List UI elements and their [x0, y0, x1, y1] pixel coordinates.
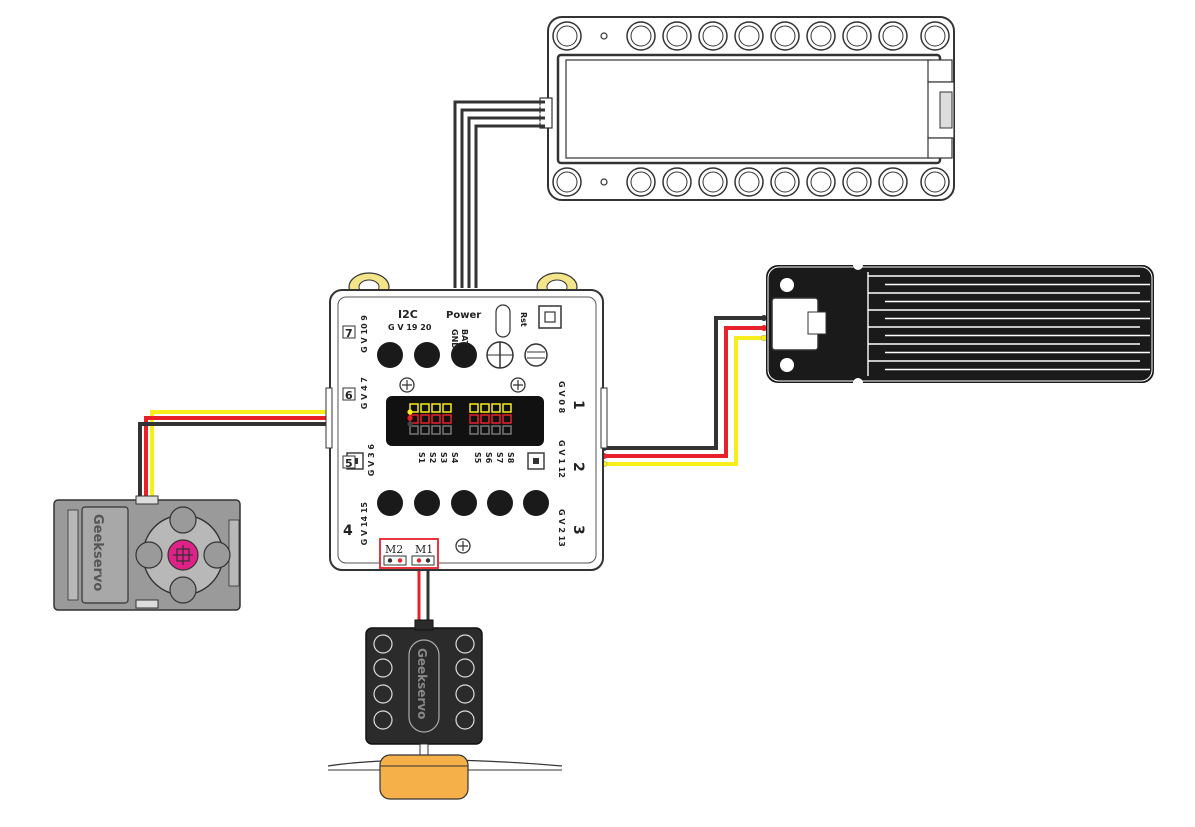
lego-holes-top — [552, 21, 950, 51]
lego-hole-inner — [666, 25, 688, 47]
header-pin — [480, 425, 490, 435]
power-bat-label: BAT — [460, 329, 469, 347]
lego-hole-inner — [556, 171, 578, 193]
port-5-number: 5 — [345, 457, 353, 470]
lego-hole-inner — [738, 25, 760, 47]
servo-brand-label: Geekservo — [90, 514, 105, 591]
header-pin — [431, 403, 441, 413]
header-pin — [469, 403, 479, 413]
servo-label-s5: S5 — [473, 452, 482, 464]
servo-label-s3: S3 — [439, 452, 448, 463]
header-pin — [480, 403, 490, 413]
header-pin — [420, 403, 430, 413]
header-pin — [491, 425, 501, 435]
motor-brand-label: Geekservo — [415, 648, 429, 719]
header-pin — [409, 403, 419, 413]
port-3-number: 3 — [570, 525, 586, 535]
wire-end — [407, 409, 413, 415]
servo-label-s7: S7 — [495, 452, 504, 463]
power-gnd-label: GND — [450, 329, 459, 349]
lego-hole-inner — [924, 25, 946, 47]
header-pin — [469, 425, 479, 435]
port-4-pins: G V 14 15 — [360, 502, 369, 546]
header-pin — [420, 425, 430, 435]
port-7-pins: G V 10 9 — [360, 315, 369, 353]
lego-hole-inner — [882, 25, 904, 47]
header-pin — [420, 414, 430, 424]
power-label: Power — [446, 310, 481, 321]
motor-m1-label: M1 — [415, 543, 433, 556]
header-pin — [409, 425, 419, 435]
lego-hole-inner — [924, 171, 946, 193]
header-pin — [480, 414, 490, 424]
lego-hole-inner — [630, 25, 652, 47]
servo-label-s6: S6 — [484, 452, 493, 464]
port-6-pins: G V 4 7 — [360, 377, 369, 409]
port-1-number: 1 — [570, 400, 586, 410]
motor-m2-label: M2 — [385, 543, 403, 556]
display-module — [539, 16, 955, 201]
port-7-number: 7 — [345, 327, 353, 340]
servo-wires — [138, 410, 410, 500]
port-2-number: 2 — [570, 462, 586, 472]
lego-hole-inner — [846, 25, 868, 47]
wire-end — [407, 415, 413, 421]
lego-hole-inner — [846, 171, 868, 193]
lego-hole-inner — [630, 171, 652, 193]
geekservo-left: Geekservo — [53, 495, 241, 611]
header-pin — [442, 414, 452, 424]
port-2-pins: G V 1 12 — [557, 440, 566, 478]
i2c-wires — [453, 100, 545, 288]
header-pin — [431, 414, 441, 424]
lego-hole-inner — [774, 171, 796, 193]
header-pin — [442, 403, 452, 413]
port-5-pins: G V 3 6 — [367, 444, 376, 477]
port-3-pins: G V 2 13 — [557, 509, 566, 547]
lego-hole-inner — [666, 171, 688, 193]
lego-hole-inner — [702, 171, 724, 193]
header-pin — [431, 425, 441, 435]
header-pin — [502, 403, 512, 413]
rst-label: Rst — [519, 312, 528, 327]
port-4-number: 4 — [343, 523, 353, 539]
lego-holes-bottom — [552, 167, 950, 197]
lego-hole-inner — [810, 171, 832, 193]
i2c-label: I2C — [398, 308, 418, 321]
lego-hole-inner — [810, 25, 832, 47]
water-level-sensor — [766, 260, 1154, 388]
geekservo-motor: Geekservo — [327, 619, 563, 800]
header-pin — [491, 414, 501, 424]
pin-dot — [600, 178, 608, 186]
servo-label-s8: S8 — [506, 452, 515, 464]
header-pin — [502, 414, 512, 424]
motor-wires — [417, 564, 430, 628]
port-1-pins: G V 0 8 — [557, 381, 566, 414]
servo-label-s2: S2 — [428, 452, 437, 463]
lego-hole-inner — [702, 25, 724, 47]
controller-hub: I2C G V 19 20 Power GND BAT Rst 7 G V 10… — [325, 289, 608, 571]
sensor-wires — [602, 316, 766, 466]
wire-end — [407, 421, 413, 427]
header-pin — [469, 414, 479, 424]
servo-label-s1: S1 — [417, 452, 426, 464]
servo-label-s4: S4 — [450, 452, 459, 464]
port-6-number: 6 — [345, 389, 353, 402]
header-pin — [442, 425, 452, 435]
header-pin — [491, 403, 501, 413]
header-pin — [502, 425, 512, 435]
i2c-pins-label: G V 19 20 — [388, 323, 432, 332]
lego-hole-inner — [882, 171, 904, 193]
lego-hole-inner — [774, 25, 796, 47]
pin-dot — [600, 32, 608, 40]
lego-hole-inner — [738, 171, 760, 193]
lego-hole-inner — [556, 25, 578, 47]
